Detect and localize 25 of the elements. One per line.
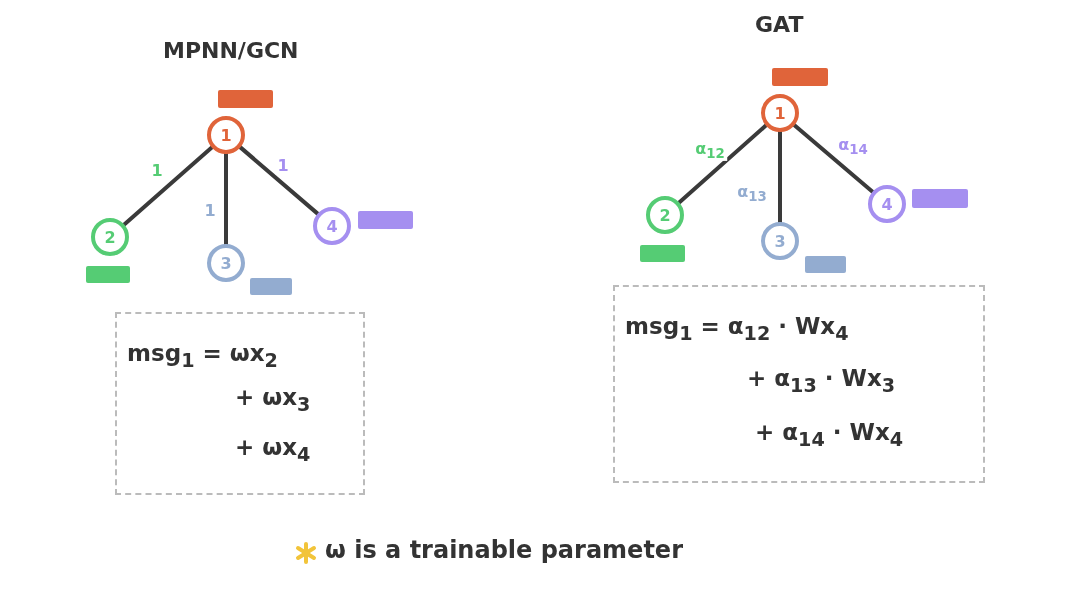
edge-line xyxy=(122,145,214,227)
formula-line: + α$_{14}$ · Wx$_{4}$ xyxy=(755,419,904,451)
formula-box xyxy=(613,285,985,483)
node-circle: 2 xyxy=(646,196,684,234)
footnote-text: ω is a trainable parameter xyxy=(325,536,683,564)
node-circle: 4 xyxy=(868,185,906,223)
edge-line xyxy=(792,123,875,194)
formula-box xyxy=(115,312,365,495)
edge-line xyxy=(224,152,228,246)
node-circle: 2 xyxy=(91,218,129,256)
panel-heading: GAT xyxy=(755,12,804,37)
edge-line xyxy=(778,130,782,224)
formula-line: msg$_{1}$ = α$_{12}$ · Wx$_{4}$ xyxy=(625,313,849,345)
edge-line xyxy=(677,123,768,205)
panel-heading: MPNN/GCN xyxy=(163,38,299,63)
formula-line: msg$_{1}$ = ωx$_{2}$ xyxy=(127,340,278,372)
formula-line: + ωx$_{3}$ xyxy=(235,384,311,416)
node-circle: 3 xyxy=(761,222,799,260)
node-circle: 3 xyxy=(207,244,245,282)
node-circle: 1 xyxy=(207,116,245,154)
formula-line: + ωx$_{4}$ xyxy=(235,434,311,466)
formula-line: + α$_{13}$ · Wx$_{3}$ xyxy=(747,365,896,397)
edge-line xyxy=(238,145,320,216)
node-circle: 1 xyxy=(761,94,799,132)
node-circle: 4 xyxy=(313,207,351,245)
